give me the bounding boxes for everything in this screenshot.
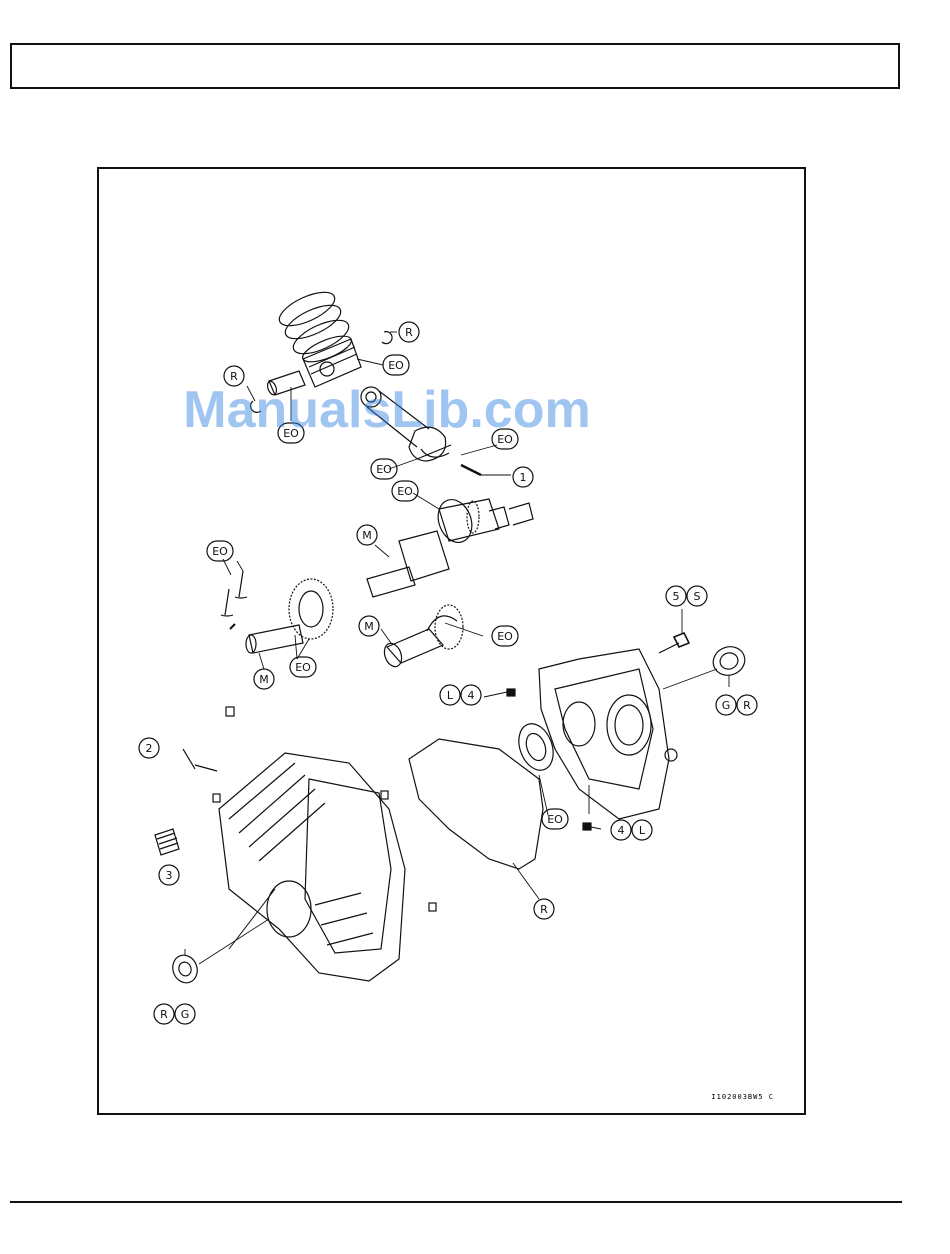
callout-eo-bearing: EO	[542, 809, 568, 829]
snap-ring-left	[251, 401, 261, 412]
svg-text:EO: EO	[212, 545, 228, 558]
title-box	[10, 43, 900, 89]
callout-eo-cam: EO	[290, 657, 316, 677]
leader-lines	[185, 332, 729, 964]
camshaft	[246, 579, 333, 653]
crankshaft	[367, 495, 533, 597]
callout-1: 1	[513, 467, 533, 487]
callout-g-r-seal: G R	[716, 695, 757, 715]
svg-text:S: S	[694, 590, 701, 603]
svg-text:EO: EO	[388, 359, 404, 372]
svg-text:2: 2	[146, 742, 153, 755]
exploded-diagram-frame: R EO R EO EO EO 1 EO	[97, 167, 806, 1115]
dowel-pin-3	[381, 791, 388, 799]
callout-eo-pin: EO	[278, 423, 304, 443]
callout-4-l-plug: 4 L	[611, 820, 652, 840]
crankcase-cover	[539, 649, 677, 819]
callout-m-cam: M	[254, 669, 274, 689]
svg-text:EO: EO	[497, 630, 513, 643]
oil-seal-right	[709, 642, 749, 679]
footer-rule	[10, 1201, 902, 1203]
svg-text:EO: EO	[397, 485, 413, 498]
callout-5-s: 5 S	[666, 586, 707, 606]
dowel-pin-1	[226, 707, 234, 716]
svg-text:4: 4	[468, 689, 475, 702]
svg-text:R: R	[405, 326, 413, 339]
callout-r-left: R	[224, 366, 244, 386]
svg-text:EO: EO	[295, 661, 311, 674]
connecting-rod	[361, 387, 481, 475]
drain-plug-bottom	[583, 823, 591, 830]
callout-eo-cap: EO	[371, 459, 397, 479]
callout-eo-cap-top: EO	[492, 429, 518, 449]
callout-3: 3	[159, 865, 179, 885]
crankcase-gasket	[409, 739, 543, 869]
dowel-pin-4	[429, 903, 436, 911]
callout-eo-balancer: EO	[492, 626, 518, 646]
callout-m-balancer: M	[359, 616, 379, 636]
cylinder-block	[219, 753, 405, 981]
valves	[221, 571, 247, 629]
svg-text:G: G	[722, 699, 731, 712]
dowel-pin-2	[213, 794, 220, 802]
engine-exploded-view: R EO R EO EO EO 1 EO	[99, 169, 808, 1117]
svg-text:R: R	[230, 370, 238, 383]
piston-pin	[266, 371, 305, 396]
svg-text:G: G	[181, 1008, 190, 1021]
callout-r-g-bottom: R G	[154, 1004, 195, 1024]
screw-2	[183, 749, 217, 771]
ball-bearing	[513, 719, 559, 775]
svg-text:EO: EO	[376, 463, 392, 476]
drawing-id: I102003BW5 C	[711, 1093, 774, 1101]
svg-text:M: M	[364, 620, 374, 633]
balancer-shaft	[381, 605, 463, 669]
callout-r-gasket: R	[534, 899, 554, 919]
snap-ring-top	[382, 332, 392, 344]
svg-text:M: M	[259, 673, 269, 686]
svg-text:4: 4	[618, 824, 625, 837]
callout-r-top: R	[399, 322, 419, 342]
svg-text:L: L	[639, 824, 646, 837]
callout-eo-crank: EO	[392, 481, 418, 501]
svg-text:EO: EO	[283, 427, 299, 440]
oil-seal-left	[169, 952, 201, 987]
drain-plug-top	[507, 689, 515, 696]
svg-text:R: R	[743, 699, 751, 712]
governor-spring	[155, 829, 179, 855]
callout-m-crank: M	[357, 525, 377, 545]
svg-text:R: R	[540, 903, 548, 916]
piston-rings	[275, 285, 354, 360]
svg-text:5: 5	[673, 590, 680, 603]
callout-eo-valves: EO	[207, 541, 233, 561]
svg-text:3: 3	[166, 869, 173, 882]
svg-text:1: 1	[520, 471, 527, 484]
callout-eo-piston: EO	[383, 355, 409, 375]
svg-text:EO: EO	[547, 813, 563, 826]
svg-text:R: R	[160, 1008, 168, 1021]
svg-text:EO: EO	[497, 433, 513, 446]
svg-text:L: L	[447, 689, 454, 702]
callout-l-4-bolt: L 4	[440, 685, 481, 705]
callout-2: 2	[139, 738, 159, 758]
piston	[300, 331, 361, 387]
svg-text:M: M	[362, 529, 372, 542]
crankcase-cover-bolt	[659, 633, 689, 653]
